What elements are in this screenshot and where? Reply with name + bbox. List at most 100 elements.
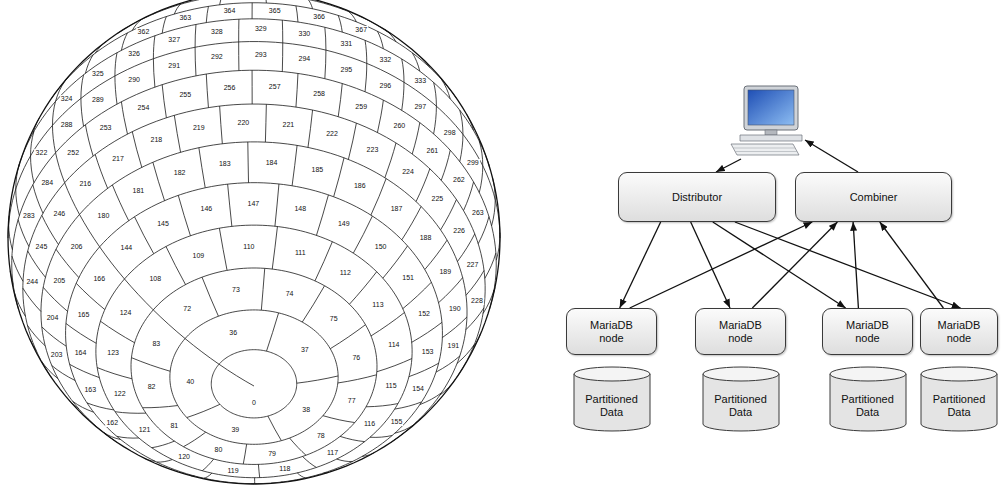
chunk-number: 327 xyxy=(167,36,181,44)
node-label: Partitioned Data xyxy=(928,393,990,419)
chunk-number: 189 xyxy=(438,268,452,276)
chunk-number: 80 xyxy=(214,446,224,454)
chunk-number: 293 xyxy=(254,51,268,59)
chunk-number: 72 xyxy=(182,305,192,313)
chunk-number: 112 xyxy=(339,269,352,277)
keyboard-keys xyxy=(733,148,797,152)
chunk-number: 288 xyxy=(60,121,74,129)
node-label: MariaDB node xyxy=(932,319,986,345)
chunk-number: 253 xyxy=(99,124,113,132)
cylinder-body xyxy=(830,374,906,431)
chunk-number: 220 xyxy=(236,119,250,127)
chunk-number: 283 xyxy=(22,212,36,220)
node-label: MariaDB node xyxy=(585,319,639,345)
chunk-number: 144 xyxy=(120,244,134,252)
chunk-number: 216 xyxy=(78,180,92,188)
chunk-number: 124 xyxy=(119,309,133,317)
monitor-frame xyxy=(744,86,798,130)
sphere-outline xyxy=(8,0,500,484)
monitor-stand xyxy=(765,130,777,135)
chunk-number: 291 xyxy=(167,62,181,70)
chunk-number: 73 xyxy=(231,286,241,294)
chunk-number: 151 xyxy=(401,274,415,282)
node-label: Distributor xyxy=(672,191,722,204)
chunk-number: 181 xyxy=(132,187,146,195)
chunk-number: 218 xyxy=(150,136,164,144)
chunk-number: 39 xyxy=(230,426,240,434)
chunk-number: 366 xyxy=(312,13,326,21)
chunk-number: 149 xyxy=(337,220,351,228)
node-label: Combiner xyxy=(850,191,898,204)
database-cylinder: Partitioned Data xyxy=(573,366,651,432)
computer-icon xyxy=(731,86,802,155)
chunk-number: 188 xyxy=(419,234,433,242)
chunk-number: 225 xyxy=(431,195,445,203)
chunk-number: 325 xyxy=(91,70,105,78)
chunk-number: 147 xyxy=(246,200,260,208)
chunk-number: 120 xyxy=(177,453,191,461)
cylinder-top xyxy=(830,367,906,381)
chunk-number: 182 xyxy=(173,169,187,177)
chunk-number: 363 xyxy=(178,14,192,22)
chunk-number: 78 xyxy=(316,432,326,440)
chunk-number: 365 xyxy=(268,7,282,15)
chunk-number: 155 xyxy=(390,418,404,426)
chunk-number: 153 xyxy=(421,348,435,356)
arrow-connector xyxy=(735,222,961,308)
chunk-number: 115 xyxy=(384,382,397,390)
chunk-number: 367 xyxy=(354,26,368,34)
chunk-number: 122 xyxy=(113,390,127,398)
chunk-number: 246 xyxy=(53,210,67,218)
chunk-number: 146 xyxy=(200,205,214,213)
chunk-number: 36 xyxy=(228,329,238,337)
chunk-number: 284 xyxy=(40,179,54,187)
chunk-number: 224 xyxy=(401,168,415,176)
arrow-connector xyxy=(752,222,837,308)
chunk-number: 37 xyxy=(300,346,310,354)
chunk-number: 258 xyxy=(312,90,326,98)
chunk-number: 290 xyxy=(127,76,141,84)
chunk-number: 324 xyxy=(60,95,74,103)
arrow-connector xyxy=(620,222,661,308)
chunk-number: 205 xyxy=(53,277,67,285)
chunk-number: 219 xyxy=(192,124,206,132)
chunk-number: 123 xyxy=(106,349,120,357)
computer-case xyxy=(740,135,802,141)
chunk-number: 294 xyxy=(298,55,312,63)
chunk-number: 259 xyxy=(354,103,368,111)
chunk-number: 184 xyxy=(265,159,279,167)
result-arrow xyxy=(805,140,858,172)
chunk-number: 332 xyxy=(379,56,393,64)
chunk-number: 77 xyxy=(347,397,357,405)
chunk-number: 322 xyxy=(35,149,49,157)
node-label: Partitioned Data xyxy=(581,393,643,419)
arrow-connector xyxy=(713,222,846,308)
chunk-number: 114 xyxy=(387,341,400,349)
chunk-number: 38 xyxy=(301,406,311,414)
chunk-number: 261 xyxy=(425,147,439,155)
chunk-number: 83 xyxy=(151,340,161,348)
chunk-number: 163 xyxy=(83,386,97,394)
chunk-number: 262 xyxy=(452,176,466,184)
chunk-number: 81 xyxy=(169,422,179,430)
chunk-number: 166 xyxy=(92,275,106,283)
database-cylinder: Partitioned Data xyxy=(702,366,780,432)
chunk-number: 295 xyxy=(340,66,354,74)
chunk-number: 245 xyxy=(35,243,49,251)
chunk-number: 148 xyxy=(293,205,307,213)
chunk-number: 150 xyxy=(374,243,388,251)
chunk-number: 296 xyxy=(379,82,393,90)
chunk-number: 217 xyxy=(111,155,125,163)
process-box: MariaDB node xyxy=(822,308,913,355)
chunk-number: 0 xyxy=(251,399,257,407)
chunk-number: 180 xyxy=(97,212,111,220)
chunk-number: 260 xyxy=(393,122,407,130)
chunk-number: 152 xyxy=(417,310,431,318)
arrow-connector xyxy=(880,222,944,308)
chunk-number: 333 xyxy=(413,77,427,85)
node-label: MariaDB node xyxy=(841,319,895,345)
chunk-number: 164 xyxy=(74,349,88,357)
monitor-screen xyxy=(748,90,794,125)
chunk-number: 222 xyxy=(325,130,339,138)
chunk-number: 187 xyxy=(390,205,404,213)
